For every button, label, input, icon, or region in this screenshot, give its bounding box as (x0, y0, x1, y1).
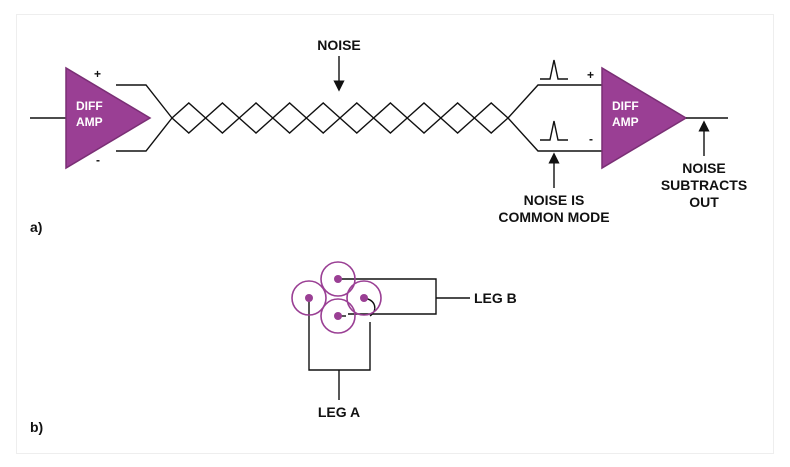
right-amp-plus-sign: + (587, 68, 594, 82)
twisted-pair-cable (171, 102, 509, 134)
twisted-wire-minus (171, 102, 509, 134)
right-amp-label-line2: AMP (612, 115, 639, 129)
noise-label: NOISE (317, 37, 361, 53)
conductor-bottom-core (334, 312, 342, 320)
left-plus-lead (116, 84, 173, 119)
left-minus-lead (116, 117, 173, 152)
conductor-right-core (360, 294, 368, 302)
leg-a-label: LEG A (318, 404, 360, 420)
noise-pulse-top (540, 59, 568, 80)
conductor-top (320, 261, 356, 297)
leg-a-bracket (308, 298, 371, 371)
left-diff-amp (65, 66, 152, 170)
subtracts-label-line1: NOISE (682, 160, 726, 176)
leg-b-label: LEG B (474, 290, 517, 306)
conductor-bottom (320, 298, 356, 334)
figure-frame (16, 14, 774, 454)
common-mode-label-line1: NOISE IS (524, 192, 585, 208)
right-diff-amp (601, 66, 688, 170)
left-amp-plus-sign: + (94, 67, 101, 81)
noise-pulse-bottom (540, 120, 568, 141)
right-plus-lead (507, 84, 604, 119)
subtracts-label-line3: OUT (689, 194, 719, 210)
right-minus-lead (507, 117, 604, 152)
conductor-right (346, 280, 382, 316)
right-amp-label-line1: DIFF (612, 99, 639, 113)
left-amp-minus-sign: - (96, 153, 100, 167)
leg-b-bracket (338, 278, 437, 315)
subtracts-label-line2: SUBTRACTS (661, 177, 747, 193)
panel-b-label: b) (30, 419, 43, 435)
panel-a-label: a) (30, 219, 42, 235)
left-amp-label-line2: AMP (76, 115, 103, 129)
right-amp-minus-sign: - (589, 132, 593, 146)
conductor-left-core (305, 294, 313, 302)
conductor-top-core (334, 275, 342, 283)
conductor-left (291, 280, 327, 316)
common-mode-label-line2: COMMON MODE (498, 209, 609, 225)
left-amp-label-line1: DIFF (76, 99, 103, 113)
